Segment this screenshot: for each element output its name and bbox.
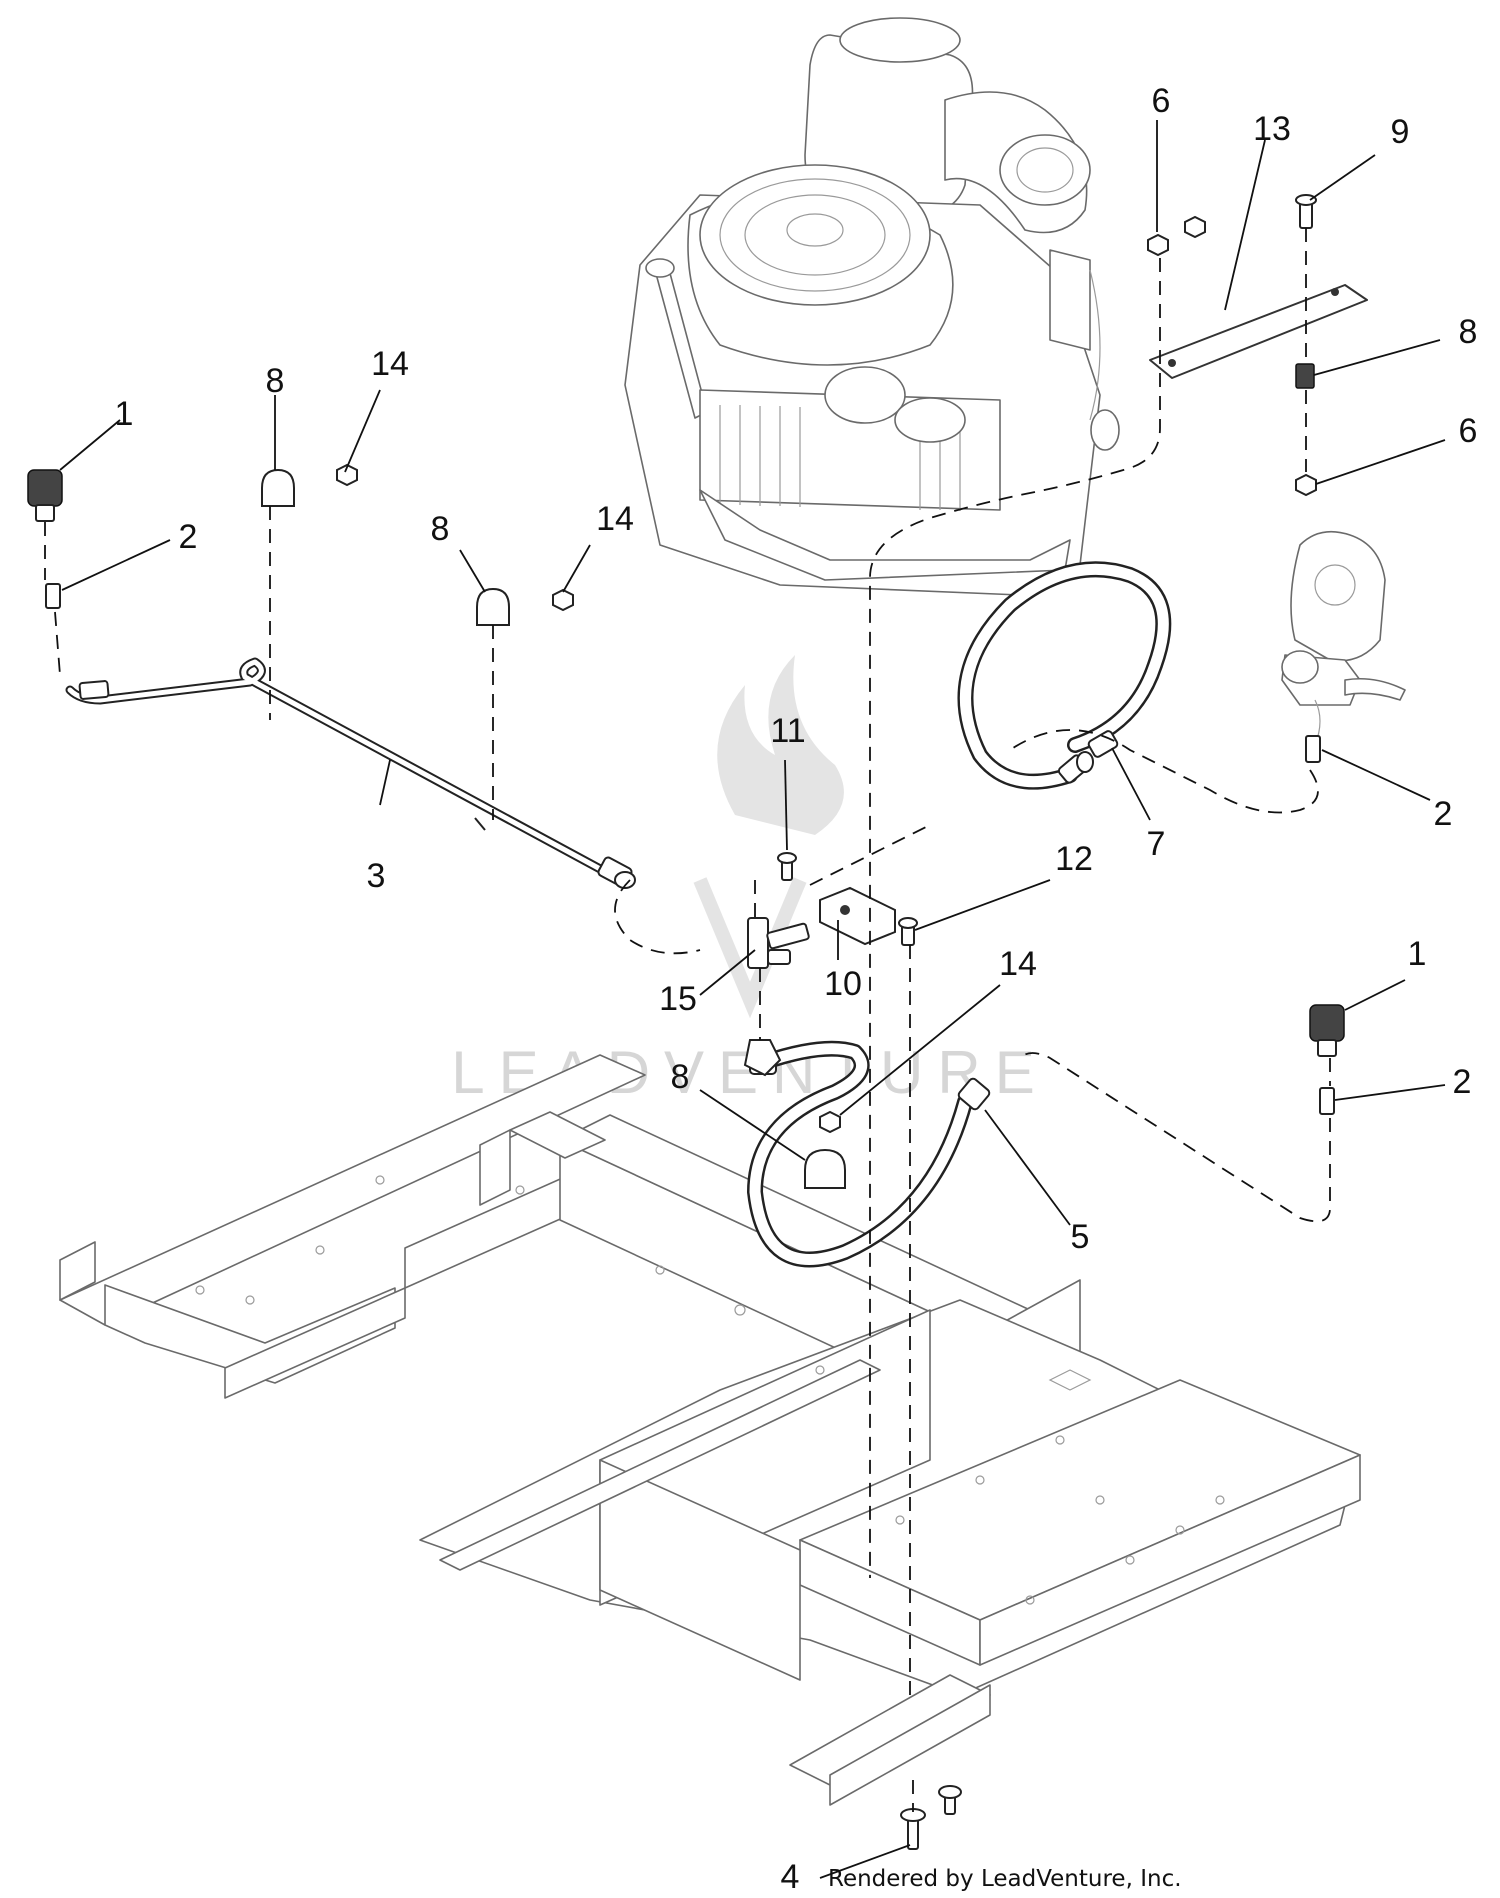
- callout-8-plate: 8: [1459, 313, 1478, 351]
- fuel-pump-assembly: [1281, 530, 1406, 746]
- engine: [624, 17, 1120, 596]
- clamp-left: [261, 468, 295, 507]
- adapter-left: [45, 583, 61, 609]
- callout-7: 7: [1147, 825, 1166, 863]
- callout-4: 4: [781, 1858, 800, 1896]
- bolt-12: [898, 917, 918, 946]
- callout-10: 10: [824, 965, 862, 1003]
- clamp-lower: [804, 1148, 846, 1189]
- callout-9: 9: [1391, 113, 1410, 151]
- clamp-center: [476, 587, 510, 626]
- callout-5: 5: [1071, 1218, 1090, 1256]
- nut-14-center: [552, 588, 574, 612]
- callout-numbers: 1 1 2 2 2 3 4 5 6 6 7 8 8 8 8 9 10 11 12…: [115, 82, 1478, 1896]
- bolt-9: [1295, 194, 1317, 229]
- leader-lines: [59, 120, 1446, 1879]
- callout-2-pump: 2: [1434, 795, 1453, 833]
- adapter-pump: [1305, 735, 1321, 763]
- callout-1-right: 1: [1408, 935, 1427, 973]
- nut-14-left: [336, 463, 358, 487]
- callout-3: 3: [367, 857, 386, 895]
- tee-fitting: [743, 917, 810, 1077]
- hydraulic-line-3: [65, 657, 636, 889]
- callout-14-lower: 14: [999, 945, 1037, 983]
- callout-8-center: 8: [431, 510, 450, 548]
- quick-coupler-left: [27, 469, 63, 522]
- credit-text: Rendered by LeadVenture, Inc.: [828, 1866, 1182, 1892]
- callout-1-left: 1: [115, 395, 134, 433]
- mounting-bracket-10: [819, 886, 896, 946]
- callout-6-top: 6: [1152, 82, 1171, 120]
- callout-2-left: 2: [179, 518, 198, 556]
- assembly-lines: [44, 228, 1331, 1812]
- bolt-11: [777, 852, 797, 881]
- callout-2-right: 2: [1453, 1063, 1472, 1101]
- callout-6-bottom: 6: [1459, 412, 1478, 450]
- clamp-plate: [1295, 363, 1315, 389]
- bolt-4: [900, 1808, 926, 1850]
- bolt-4-extra: [938, 1785, 962, 1815]
- callout-14-left: 14: [371, 345, 409, 383]
- mounting-plate: [1149, 284, 1368, 379]
- frame: [59, 1054, 1361, 1806]
- quick-coupler-right: [1309, 1004, 1345, 1057]
- callout-8-lower: 8: [671, 1058, 690, 1096]
- nut-6-extra: [1184, 215, 1206, 239]
- hydraulic-hose-7: [957, 561, 1172, 790]
- nut-6-bottom: [1295, 473, 1317, 497]
- callout-13: 13: [1253, 110, 1291, 148]
- callout-11: 11: [770, 712, 805, 750]
- nut-6-top: [1147, 233, 1169, 257]
- adapter-right: [1319, 1087, 1335, 1115]
- nut-14-lower: [819, 1110, 841, 1134]
- callout-14-center: 14: [596, 500, 634, 538]
- callout-12: 12: [1055, 840, 1093, 878]
- callout-8-left: 8: [266, 362, 285, 400]
- watermark: LEADVENTURE: [451, 655, 1035, 1106]
- callout-15: 15: [659, 980, 697, 1018]
